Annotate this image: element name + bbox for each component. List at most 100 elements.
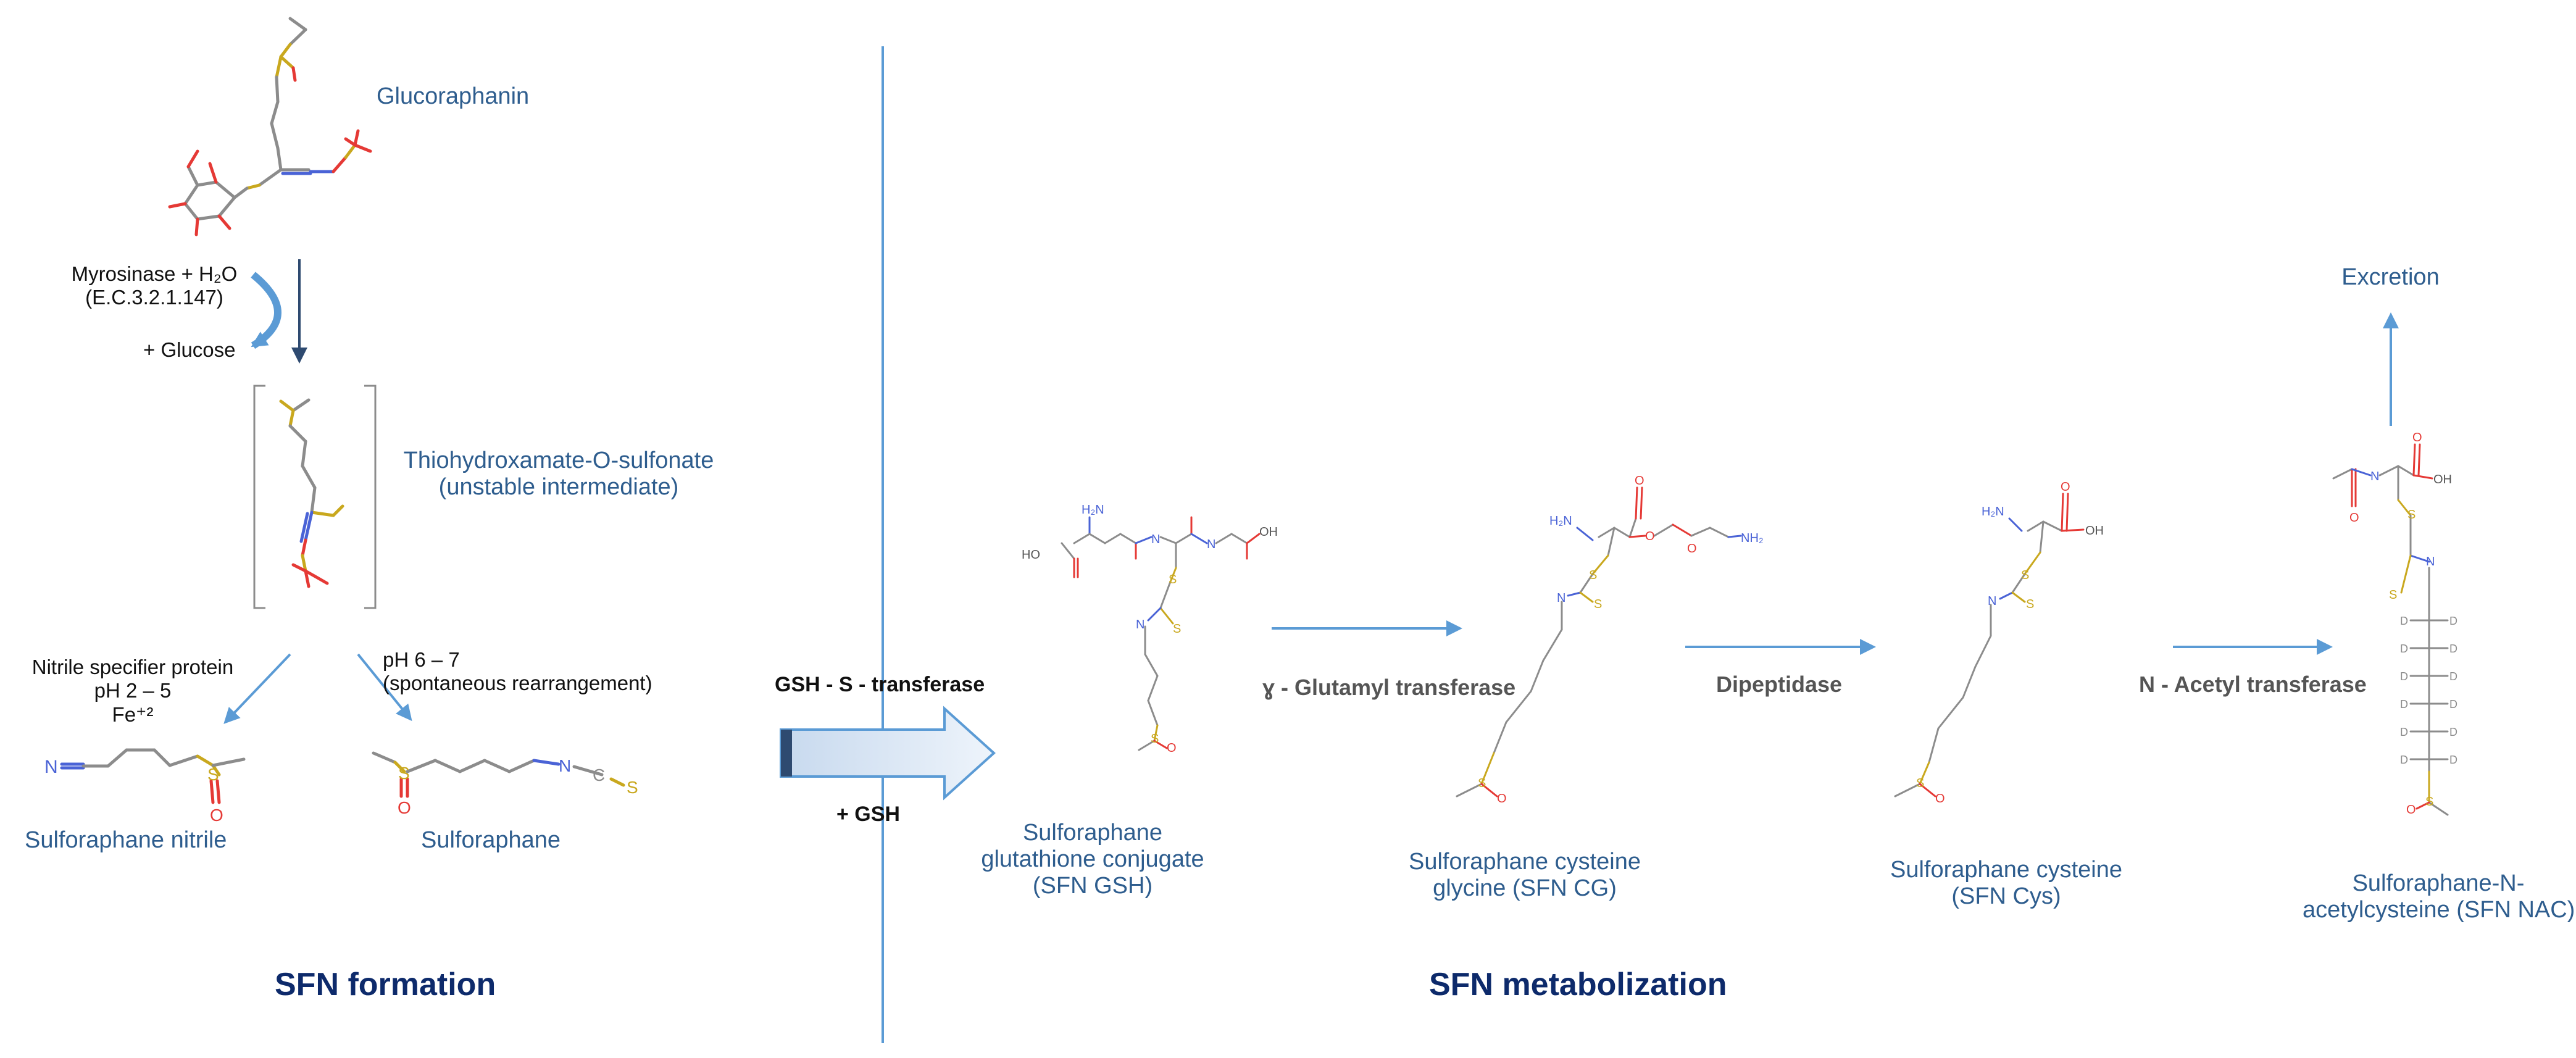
nsp-label: Nitrile specifier protein pH 2 – 5 Fe⁺² xyxy=(12,656,253,727)
nac-atom-d7: D xyxy=(2400,698,2408,710)
gsh-atom-n: N xyxy=(1136,618,1144,631)
nac-atom-d12: D xyxy=(2449,754,2457,766)
gst-block-arrow xyxy=(780,706,996,801)
glucose-label: + Glucose xyxy=(143,338,236,361)
nac-atom-d9: D xyxy=(2400,726,2408,738)
sfn-gsh-label: Sulforaphane glutathione conjugate (SFN … xyxy=(963,820,1222,899)
plus-gsh-label: + GSH xyxy=(836,802,900,826)
intermediate-line2: (unstable intermediate) xyxy=(438,474,679,500)
nsp-line2: pH 2 – 5 xyxy=(94,679,172,702)
myrosinase-line1: Myrosinase + H₂O xyxy=(71,262,238,285)
myrosinase-line2: (E.C.3.2.1.147) xyxy=(85,286,223,309)
nac-atom-o1: O xyxy=(2349,511,2359,525)
cys-atom-h2n: H₂N xyxy=(1982,505,2004,519)
intermediate-label: Thiohydroxamate-O-sulfonate (unstable in… xyxy=(398,448,719,501)
sulforaphane-atom-c: C xyxy=(593,765,605,785)
sulforaphane-atom-s2: S xyxy=(627,778,638,797)
intermediate-bracket-left xyxy=(253,385,265,609)
sulforaphane-atom-s1: S xyxy=(398,764,410,783)
cg-atom-h2n: H₂N xyxy=(1549,514,1572,528)
gsh-atom-s2: S xyxy=(1173,622,1181,636)
ph67-line1: pH 6 – 7 xyxy=(383,648,460,671)
nac-atom-d8: D xyxy=(2449,698,2457,710)
nitrile-branch-arrow xyxy=(223,653,291,724)
sfn-nac-structure xyxy=(2332,443,2449,816)
cys-atom-s2: S xyxy=(2026,598,2034,611)
sfn-cg-line2: glycine (SFN CG) xyxy=(1433,875,1617,901)
cys-atom-s1: S xyxy=(2021,569,2029,582)
cys-atom-oh: OH xyxy=(2085,524,2104,538)
nac-atom-s2: S xyxy=(2389,588,2397,602)
nac-atom-n: N xyxy=(2426,555,2435,569)
nitrile-label: Sulforaphane nitrile xyxy=(25,827,227,853)
sulforaphane-atom-o: O xyxy=(398,798,411,817)
gst-label: GSH - S - transferase xyxy=(775,673,985,696)
ph67-label: pH 6 – 7 (spontaneous rearrangement) xyxy=(383,648,652,695)
nitrile-atom-s: S xyxy=(207,765,219,784)
sfn-nac-label: Sulforaphane-N- acetylcysteine (SFN NAC) xyxy=(2303,870,2575,923)
intermediate-line1: Thiohydroxamate-O-sulfonate xyxy=(403,448,714,473)
sulforaphane-label: Sulforaphane xyxy=(421,827,561,853)
excretion-label: Excretion xyxy=(2341,264,2440,290)
nitrile-structure xyxy=(60,748,246,804)
ggt-label: ɣ - Glutamyl transferase xyxy=(1262,675,1516,700)
glucoraphanin-structure xyxy=(168,17,372,236)
cg-atom-s2: S xyxy=(1594,598,1602,611)
intermediate-bracket-right xyxy=(364,385,377,609)
sfn-cg-line1: Sulforaphane cysteine xyxy=(1408,849,1641,875)
cg-atom-nh2: NH₂ xyxy=(1741,531,1764,545)
gsh-atom-h2n: H₂N xyxy=(1082,503,1104,517)
sfn-nac-line1: Sulforaphane-N- xyxy=(2352,870,2525,896)
sfn-cys-structure xyxy=(1894,493,2085,798)
nac-atom-d4: D xyxy=(2449,643,2457,655)
nat-label: N - Acetyl transferase xyxy=(2139,672,2367,697)
nsp-line1: Nitrile specifier protein xyxy=(31,656,234,678)
cys-atom-o2: O xyxy=(1935,792,1945,806)
cys-atom-n: N xyxy=(1988,594,1996,608)
nac-atom-nh: N xyxy=(2370,470,2379,483)
cys-atom-o: O xyxy=(2061,480,2070,494)
cg-atom-o1: O xyxy=(1635,474,1644,488)
nac-atom-o3: O xyxy=(2406,803,2416,817)
sfn-gsh-line1: Sulforaphane xyxy=(1022,820,1163,846)
sfn-gsh-line3: (SFN GSH) xyxy=(1032,873,1153,899)
intermediate-structure xyxy=(279,398,344,588)
nac-atom-d3: D xyxy=(2400,643,2408,655)
sfn-gsh-line2: glutathione conjugate xyxy=(981,846,1204,872)
nac-atom-d5: D xyxy=(2400,670,2408,683)
sfn-formation-title: SFN formation xyxy=(275,967,496,1002)
nitrile-atom-o: O xyxy=(210,806,223,825)
cg-atom-n: N xyxy=(1557,591,1565,605)
nac-atom-d1: D xyxy=(2400,615,2408,627)
gsh-atom-o: O xyxy=(1167,741,1177,755)
sfn-cg-structure xyxy=(1456,486,1742,798)
sfn-gsh-structure xyxy=(1061,516,1261,751)
sfn-metabolization-title: SFN metabolization xyxy=(1429,967,1727,1002)
glucoraphanin-label: Glucoraphanin xyxy=(377,83,530,109)
sulforaphane-branch-arrow xyxy=(357,653,412,722)
sfn-cys-label: Sulforaphane cysteine (SFN Cys) xyxy=(1877,857,2136,910)
cg-atom-s1: S xyxy=(1589,569,1597,582)
sfn-cys-line1: Sulforaphane cysteine xyxy=(1890,857,2123,883)
cg-atom-o4: O xyxy=(1497,792,1507,806)
gsh-atom-s3: S xyxy=(1151,732,1159,746)
sulforaphane-structure xyxy=(372,751,625,798)
ph67-line2: (spontaneous rearrangement) xyxy=(383,672,652,694)
gsh-atom-nh: N xyxy=(1151,533,1160,546)
nsp-line3: Fe⁺² xyxy=(112,703,154,726)
nac-atom-d11: D xyxy=(2400,754,2408,766)
sfn-nac-line2: acetylcysteine (SFN NAC) xyxy=(2303,897,2575,923)
gsh-atom-oh: OH xyxy=(1259,525,1278,539)
sfn-cys-line2: (SFN Cys) xyxy=(1951,883,2061,909)
nac-atom-d2: D xyxy=(2449,615,2457,627)
gsh-atom-nh2: N xyxy=(1207,538,1215,551)
cys-atom-s3: S xyxy=(1916,777,1924,790)
sfn-cg-label: Sulforaphane cysteine glycine (SFN CG) xyxy=(1395,849,1654,902)
cg-atom-o3: O xyxy=(1687,542,1697,556)
myrosinase-label: Myrosinase + H₂O (E.C.3.2.1.147) xyxy=(52,262,256,309)
sulforaphane-atom-n: N xyxy=(559,756,571,775)
nac-atom-oh: OH xyxy=(2433,473,2452,486)
cg-atom-o2: O xyxy=(1645,530,1655,543)
